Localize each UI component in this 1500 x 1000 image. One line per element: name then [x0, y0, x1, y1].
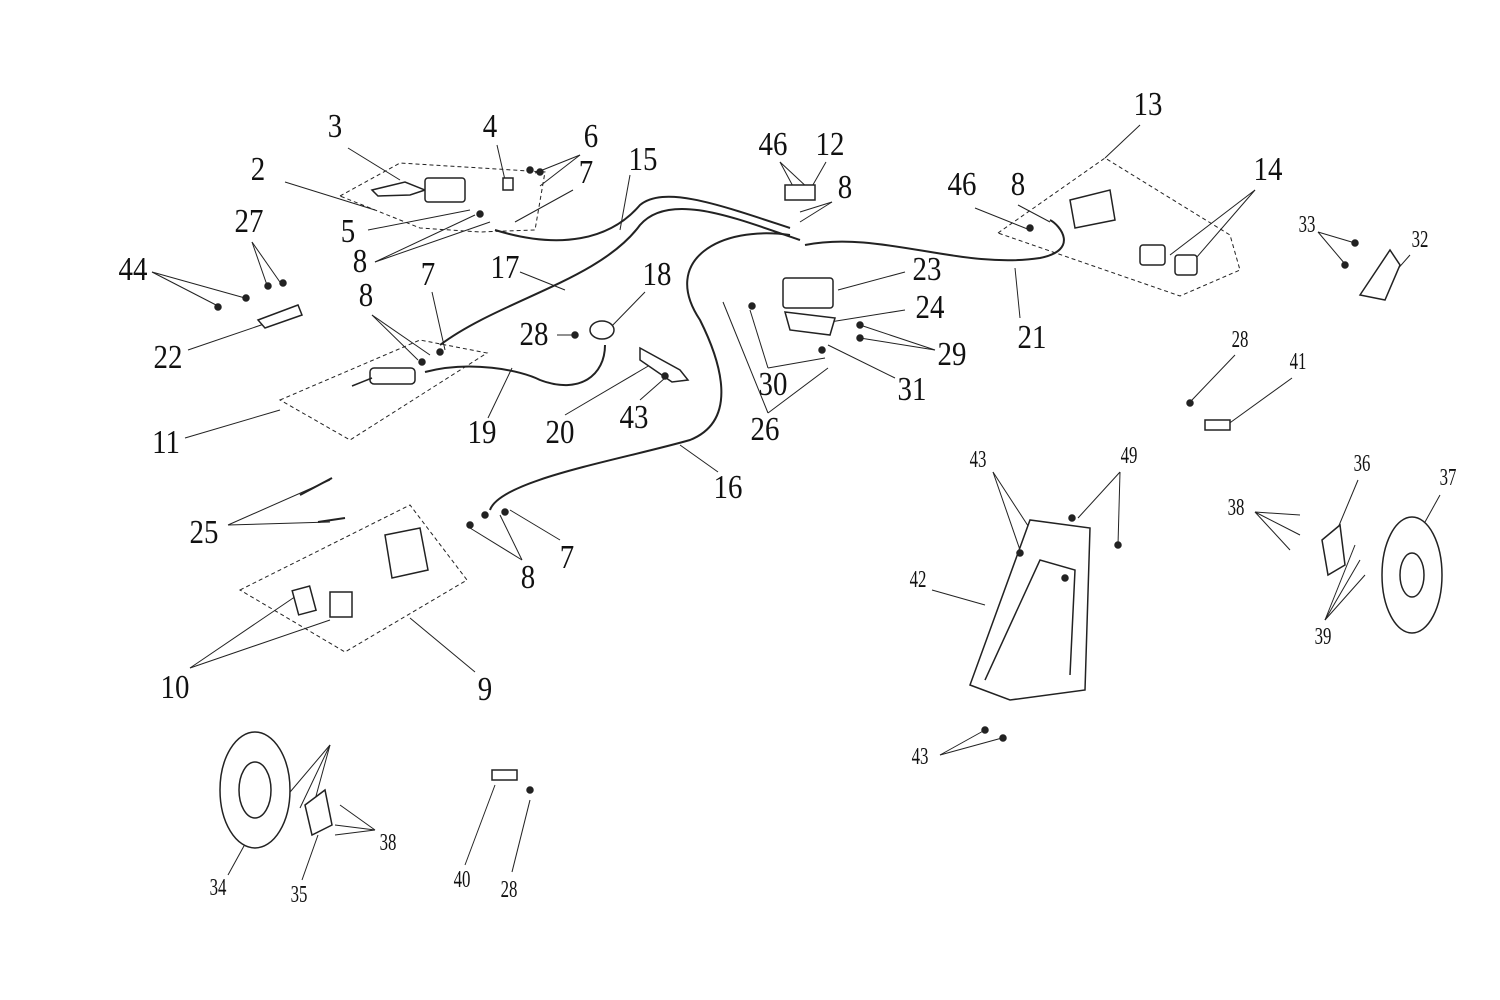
part-reservoir-18 — [589, 320, 615, 340]
part-lever — [370, 181, 428, 197]
part-pad-10b — [329, 591, 353, 618]
group-2-outline — [338, 162, 546, 233]
part-front-caliper-9 — [384, 527, 429, 579]
group-11-outline — [278, 339, 489, 441]
callout-7: 7 — [578, 154, 594, 191]
part-bracket-32 — [1358, 248, 1401, 301]
callout-10: 10 — [160, 669, 190, 706]
callout-29: 29 — [937, 336, 967, 373]
callout-11: 11 — [152, 424, 180, 461]
callout-27: 27 — [234, 203, 264, 240]
hose-16 — [489, 232, 791, 511]
part-bolts-25 — [299, 477, 346, 523]
callout-43: 43 — [969, 447, 987, 473]
part-fasteners — [214, 166, 1359, 794]
callout-4: 4 — [482, 108, 498, 145]
callout-39: 39 — [1314, 624, 1332, 650]
callout-43: 43 — [911, 744, 929, 770]
brake-hoses — [424, 195, 1065, 511]
part-sensor-41 — [1204, 419, 1231, 431]
callout-33: 33 — [1298, 212, 1316, 238]
callout-34: 34 — [209, 875, 227, 901]
callout-26: 26 — [750, 411, 780, 448]
callout-35: 35 — [290, 882, 308, 908]
callout-17: 17 — [490, 249, 520, 286]
part-sensor-40 — [491, 769, 518, 781]
callout-8: 8 — [352, 243, 368, 280]
callout-6: 6 — [583, 118, 599, 155]
callout-16: 16 — [713, 469, 743, 506]
callout-20: 20 — [545, 414, 575, 451]
part-hub-36 — [1321, 523, 1346, 577]
leader-lines — [151, 124, 1441, 881]
callout-38: 38 — [379, 830, 397, 856]
callout-8: 8 — [837, 169, 853, 206]
callout-32: 32 — [1411, 227, 1429, 253]
callout-2: 2 — [250, 151, 266, 188]
callout-22: 22 — [153, 339, 183, 376]
callout-23: 23 — [912, 251, 942, 288]
hose-21 — [804, 219, 1065, 262]
callout-25: 25 — [189, 514, 219, 551]
hose-19 — [424, 344, 606, 386]
part-pad-14a — [1139, 244, 1166, 266]
callout-13: 13 — [1133, 86, 1163, 123]
callout-14: 14 — [1253, 151, 1283, 188]
callout-28: 28 — [1231, 327, 1249, 353]
callout-8: 8 — [520, 559, 536, 596]
callout-40: 40 — [453, 867, 471, 893]
part-abs-unit-23 — [782, 277, 834, 309]
callout-28: 28 — [500, 877, 518, 903]
callout-7: 7 — [420, 256, 436, 293]
callout-28: 28 — [519, 316, 549, 353]
callout-7: 7 — [559, 539, 575, 576]
callout-49: 49 — [1120, 443, 1138, 469]
callout-8: 8 — [1010, 166, 1026, 203]
callout-15: 15 — [628, 141, 658, 178]
part-rear-master-cylinder — [369, 367, 416, 385]
part-pad-14b — [1174, 254, 1198, 276]
part-master-cylinder-front — [424, 177, 466, 203]
callout-9: 9 — [477, 671, 493, 708]
callout-21: 21 — [1017, 319, 1047, 356]
callout-46: 46 — [758, 126, 788, 163]
part-rear-caliper-13 — [1069, 189, 1116, 229]
part-bracket-24 — [783, 311, 836, 336]
callout-30: 30 — [758, 366, 788, 403]
callout-31: 31 — [897, 371, 927, 408]
callout-12: 12 — [815, 126, 845, 163]
callout-42: 42 — [909, 567, 927, 593]
callout-8: 8 — [358, 277, 374, 314]
group-13-outline — [996, 157, 1241, 297]
group-9-outline — [238, 504, 468, 653]
callout-18: 18 — [642, 256, 672, 293]
part-bracket-22 — [256, 304, 303, 329]
callout-44: 44 — [118, 251, 148, 288]
callout-19: 19 — [467, 414, 497, 451]
callout-46: 46 — [947, 166, 977, 203]
callout-41: 41 — [1289, 349, 1307, 375]
hose-17 — [439, 207, 801, 346]
part-switch — [502, 177, 514, 191]
part-hub-35 — [304, 788, 333, 837]
callout-24: 24 — [915, 289, 945, 326]
callout-37: 37 — [1439, 465, 1457, 491]
callout-5: 5 — [340, 213, 356, 250]
callout-43: 43 — [619, 399, 649, 436]
callout-36: 36 — [1353, 451, 1371, 477]
part-bracket-20 — [639, 346, 690, 383]
hose-15 — [494, 195, 791, 242]
callout-38: 38 — [1227, 495, 1245, 521]
part-valve-12 — [784, 184, 816, 201]
callout-3: 3 — [327, 108, 343, 145]
part-pad-10a — [291, 585, 317, 616]
group-outlines — [238, 157, 1241, 653]
